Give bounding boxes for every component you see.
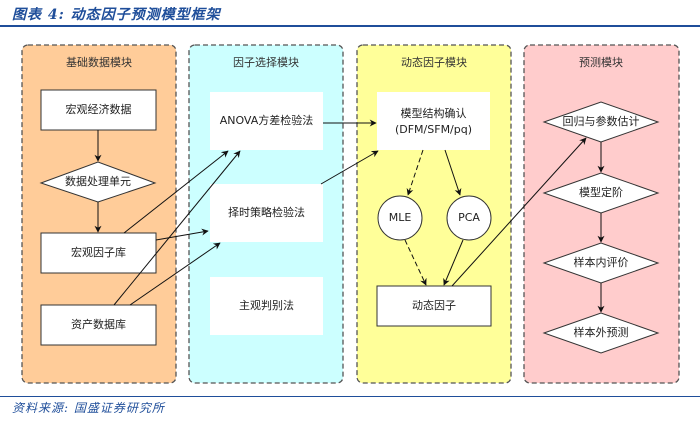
node-out-sample-label: 样本外预测: [574, 325, 629, 339]
node-macro-data-label: 宏观经济数据: [66, 102, 132, 116]
panel-title-forecast: 预测模块: [579, 56, 623, 69]
figure-source: 资料来源: 国盛证券研究所: [12, 401, 165, 415]
edge-timing-to-model-structure: [320, 150, 379, 185]
title-rule: [0, 25, 700, 27]
node-out-sample: [542, 312, 660, 354]
node-macro-factor-lib-label: 宏观因子库: [71, 245, 126, 259]
node-anova-label: ANOVA方差检验法: [220, 113, 314, 127]
node-anova: [210, 92, 323, 150]
node-data-processing-label: 数据处理单元: [65, 174, 131, 188]
edge-model-structure-to-pca: [444, 149, 462, 196]
node-pca-label: PCA: [458, 211, 480, 224]
edge-dynamic-factor-to-regression: [451, 137, 587, 287]
edge-pca-to-dynamic-factor: [443, 239, 464, 286]
node-data-processing: [39, 161, 157, 203]
node-subjective: [210, 277, 323, 335]
node-asset-db: [40, 304, 157, 346]
node-model-order-label: 模型定阶: [579, 185, 623, 199]
node-in-sample-label: 样本内评价: [574, 255, 629, 269]
edge-mle-to-dynamic-factor: [404, 239, 427, 286]
node-asset-db-label: 资产数据库: [71, 317, 126, 331]
node-regression-label: 回归与参数估计: [563, 114, 640, 128]
node-dynamic-factor-label: 动态因子: [412, 299, 456, 312]
node-timing-strategy-label: 择时策略检验法: [228, 205, 305, 219]
node-mle-label: MLE: [389, 211, 412, 224]
node-model-order: [542, 172, 660, 214]
edge-macro-factor-lib-to-anova: [123, 150, 229, 234]
node-model-structure: [377, 92, 490, 150]
node-model-structure-line1: 模型结构确认: [401, 106, 467, 120]
node-macro-factor-lib: [40, 232, 157, 274]
node-subjective-label: 主观判别法: [239, 298, 294, 312]
edge-asset-db-to-timing: [129, 242, 221, 306]
node-pca: [446, 195, 492, 241]
edge-asset-db-to-anova: [113, 150, 241, 306]
edge-macro-factor-lib-to-timing: [155, 228, 209, 241]
node-timing-strategy: [210, 184, 323, 242]
node-in-sample: [542, 242, 660, 284]
node-dynamic-factor: [376, 285, 492, 327]
node-model-structure-line2: (DFM/SFM/pq): [395, 123, 472, 136]
panel-title-dynamic: 动态因子模块: [401, 56, 467, 69]
source-rule: [0, 396, 700, 397]
node-regression: [542, 101, 660, 143]
node-macro-data: [40, 89, 157, 131]
panel-title-basic: 基础数据模块: [66, 55, 132, 69]
panel-title-selection: 因子选择模块: [233, 55, 299, 69]
figure-title: 图表 4: 动态因子预测模型框架: [12, 7, 221, 23]
node-mle: [377, 195, 423, 241]
